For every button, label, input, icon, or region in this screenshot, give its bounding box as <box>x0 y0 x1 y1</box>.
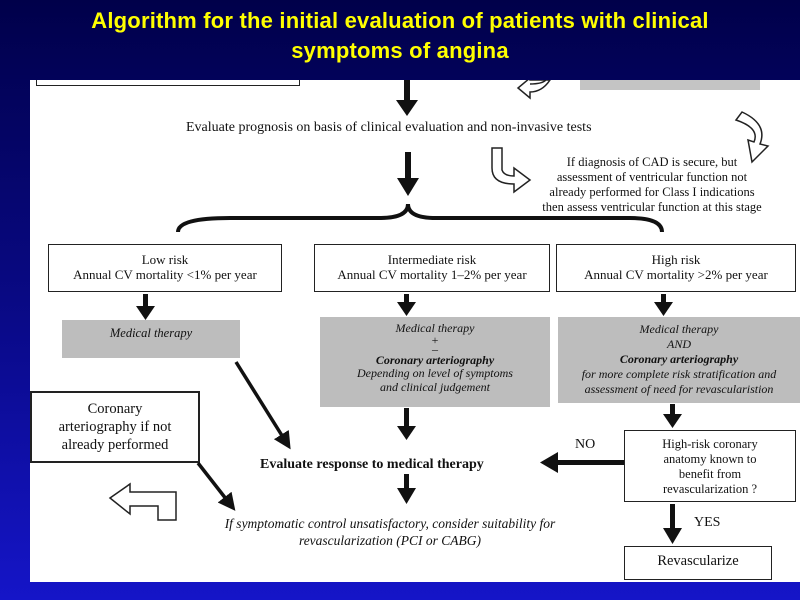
symptomatic-line-1: If symptomatic control unsatisfactory, c… <box>224 516 556 531</box>
low-risk-detail: Annual CV mortality <1% per year <box>73 267 257 282</box>
arrow-prognosis-to-brace <box>397 152 419 196</box>
top-right-gray-box-cutoff <box>580 80 760 90</box>
anatomy-line-3: benefit from <box>678 467 742 481</box>
intermediate-therapy-box: Medical therapy + – Coronary arteriograp… <box>320 317 550 407</box>
arrow-intermediate-to-response <box>397 408 416 440</box>
no-label: NO <box>575 437 596 452</box>
hollow-curve-arrow-top <box>516 80 551 100</box>
low-risk-therapy-text: Medical therapy <box>109 326 193 340</box>
intermediate-therapy-minus: – <box>432 341 438 356</box>
high-therapy-line-1: Medical therapy <box>639 322 719 336</box>
evaluate-prognosis-text: Evaluate prognosis on basis of clinical … <box>186 120 592 135</box>
high-therapy-line-5: assessment of need for revascularistion <box>584 382 774 396</box>
arrow-low-therapy-to-response <box>234 361 291 450</box>
symptomatic-line-2: revascularization (PCI or CABG) <box>298 533 482 548</box>
arrow-response-to-symptomatic <box>397 474 416 504</box>
intermediate-therapy-line-3: Depending on level of symptoms <box>357 366 513 380</box>
high-risk-detail: Annual CV mortality >2% per year <box>584 267 768 282</box>
high-therapy-line-3: Coronary arteriography <box>619 352 739 366</box>
cad-note-line-3: already performed for Class I indication… <box>549 185 755 199</box>
arrow-coronary-box-to-symptomatic <box>196 461 236 511</box>
coronary-box-line-3: already performed <box>61 437 169 453</box>
hollow-arrow-to-coronary-box <box>108 482 177 521</box>
title-line-2: symptoms of angina <box>291 38 509 63</box>
cad-note: If diagnosis of CAD is secure, but asses… <box>522 155 782 215</box>
symptomatic-control-text: If symptomatic control unsatisfactory, c… <box>180 515 600 549</box>
cad-note-line-4: then assess ventricular function at this… <box>542 200 762 214</box>
high-therapy-line-4: for more complete risk stratification an… <box>581 367 777 381</box>
low-risk-therapy-box: Medical therapy <box>62 320 240 358</box>
high-risk-box: High risk Annual CV mortality >2% per ye… <box>556 244 796 292</box>
high-risk-title: High risk <box>651 252 701 267</box>
intermediate-therapy-line-2: Coronary arteriography <box>375 352 495 367</box>
intermediate-therapy-plus: + <box>431 332 439 347</box>
high-risk-anatomy-box: High-risk coronary anatomy known to bene… <box>624 430 796 502</box>
high-risk-therapy-box: Medical therapy AND Coronary arteriograp… <box>558 317 800 403</box>
high-therapy-line-2: AND <box>667 337 691 351</box>
arrow-intermediate-risk-down <box>397 294 416 316</box>
flowchart-panel: Evaluate prognosis on basis of clinical … <box>30 80 800 582</box>
anatomy-line-2: anatomy known to <box>663 452 757 466</box>
title-line-1: Algorithm for the initial evaluation of … <box>91 8 709 33</box>
arrow-no-to-response <box>540 452 624 473</box>
evaluate-response-text: Evaluate response to medical therapy <box>260 457 484 472</box>
hollow-curve-arrow-right <box>734 111 770 164</box>
slide-title: Algorithm for the initial evaluation of … <box>0 6 800 66</box>
intermediate-therapy-line-1: Medical therapy <box>395 321 475 335</box>
hollow-curve-arrow-middle <box>491 147 532 194</box>
anatomy-line-1: High-risk coronary <box>662 437 758 451</box>
revascularize-text: Revascularize <box>657 553 739 569</box>
arrow-high-therapy-to-anatomy <box>663 404 682 428</box>
anatomy-line-4: revascularization ? <box>662 482 758 496</box>
coronary-arteriography-box: Coronary arteriography if not already pe… <box>30 391 200 463</box>
intermediate-risk-title: Intermediate risk <box>387 252 477 267</box>
arrow-yes-to-revascularize <box>663 504 682 544</box>
low-risk-title: Low risk <box>141 252 189 267</box>
cad-note-line-1: If diagnosis of CAD is secure, but <box>566 155 738 169</box>
revascularize-box: Revascularize <box>624 546 772 580</box>
risk-brace <box>176 203 664 233</box>
intermediate-risk-detail: Annual CV mortality 1–2% per year <box>337 267 527 282</box>
coronary-box-line-1: Coronary <box>87 401 143 417</box>
intermediate-therapy-line-4: and clinical judgement <box>380 379 490 394</box>
top-left-box-cutoff <box>36 80 300 86</box>
flowchart-connectors <box>108 80 770 544</box>
yes-label: YES <box>694 515 721 530</box>
intermediate-risk-box: Intermediate risk Annual CV mortality 1–… <box>314 244 550 292</box>
coronary-box-line-2: arteriography if not <box>58 419 172 435</box>
arrow-low-risk-down <box>136 294 155 320</box>
low-risk-box: Low risk Annual CV mortality <1% per yea… <box>48 244 282 292</box>
cad-note-line-2: assessment of ventricular function not <box>556 170 748 184</box>
arrow-top-to-prognosis <box>396 80 418 116</box>
arrow-high-risk-down <box>654 294 673 316</box>
